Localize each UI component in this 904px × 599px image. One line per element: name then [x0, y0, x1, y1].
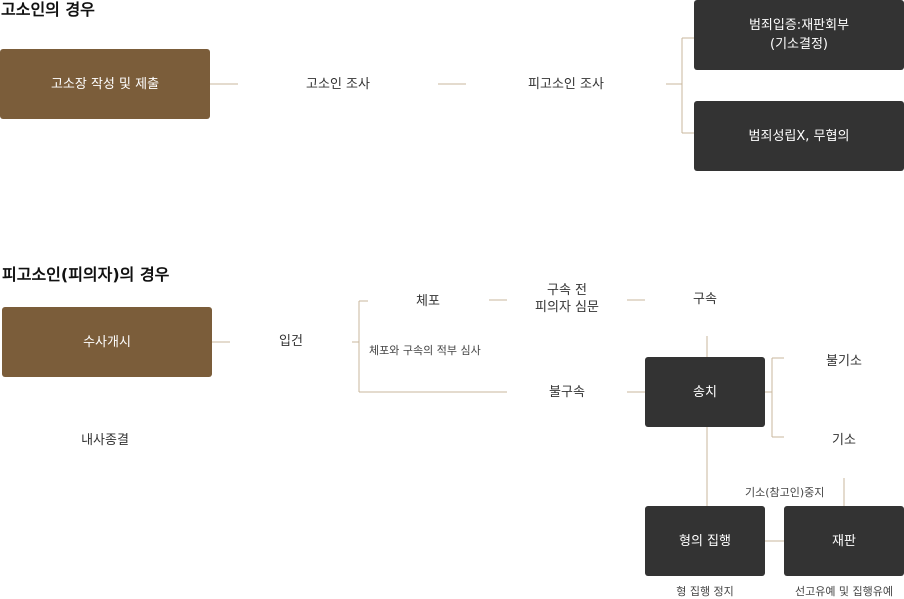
suspended-sentence-label: 선고유예 및 집행유예 — [794, 585, 894, 598]
suspension-label: 기소(참고인)중지 — [745, 486, 825, 499]
trial-box: 재판 — [784, 506, 904, 576]
execution-box: 형의 집행 — [645, 506, 765, 576]
accused-investigation-label: 피고소인 조사 — [528, 77, 604, 92]
detention-label: 구속 — [693, 292, 717, 307]
complaint-box: 고소장 작성 및 제출 — [0, 49, 210, 119]
not-guilty-box: 범죄성립X, 무협의 — [694, 101, 904, 171]
start-investigation-box: 수사개시 — [2, 307, 212, 377]
no-detention-label: 불구속 — [549, 385, 585, 400]
section1-title: 고소인의 경우 — [1, 0, 95, 19]
arrest-label: 체포 — [416, 294, 440, 309]
section2-title: 피고소인(피의자)의 경우 — [2, 265, 170, 284]
booking-label: 입건 — [279, 334, 303, 349]
execution-stop-label: 형 집행 정지 — [676, 585, 734, 598]
indictment-label: 기소 — [832, 433, 856, 448]
pre-detention-hearing-label: 구속 전 피의자 심문 — [535, 283, 599, 315]
indictment-box: 범죄입증:재판회부 (기소결정) — [694, 0, 904, 70]
arrest-review-label: 체포와 구속의 적부 심사 — [369, 344, 481, 357]
transfer-box: 송치 — [645, 357, 765, 427]
complainant-investigation-label: 고소인 조사 — [306, 77, 370, 92]
non-indictment-label: 불기소 — [826, 354, 862, 369]
internal-close-label: 내사종결 — [81, 433, 129, 448]
